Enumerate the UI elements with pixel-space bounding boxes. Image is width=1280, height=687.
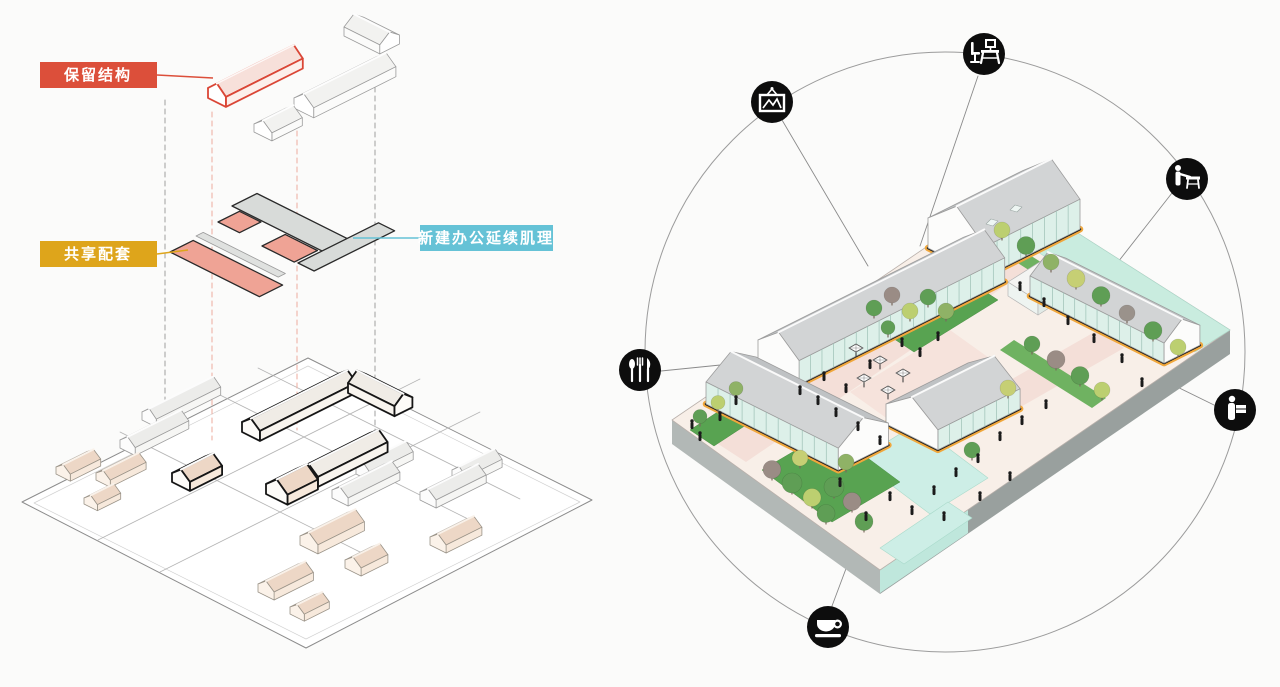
person-figure — [1044, 399, 1047, 407]
person-figure — [998, 431, 1001, 439]
tree-crown — [1067, 270, 1085, 288]
callout-label: 新建办公延续肌理 — [418, 229, 554, 247]
tree-crown — [1047, 351, 1065, 369]
person-figure — [910, 505, 913, 513]
tree-crown — [792, 450, 808, 466]
person-figure — [734, 395, 737, 403]
connector-line — [782, 120, 868, 266]
person-figure — [698, 431, 701, 439]
person-figure — [1042, 297, 1045, 305]
site-isometric-diagram — [619, 33, 1256, 652]
bench-top — [1186, 177, 1200, 180]
tree-crown — [803, 489, 821, 507]
tree-crown — [817, 505, 835, 523]
gallery-icon — [751, 81, 793, 123]
person-figure — [1066, 315, 1069, 323]
tree-crown — [1119, 305, 1135, 321]
tree-crown — [855, 513, 873, 531]
person-figure — [936, 331, 939, 339]
tree-crown — [1094, 382, 1110, 398]
tree-crown — [693, 410, 707, 424]
person-figure — [900, 337, 903, 345]
program-parcels — [170, 194, 395, 297]
callout-leader — [157, 75, 213, 78]
tree-crown — [1170, 339, 1186, 355]
white-house — [254, 105, 302, 141]
white-building — [344, 14, 399, 54]
tree-crown — [1000, 380, 1016, 396]
tree-crown — [938, 303, 954, 319]
person-figure — [844, 383, 847, 391]
callout-label: 共享配套 — [64, 245, 132, 263]
person-figure — [864, 511, 867, 519]
person-figure — [798, 385, 801, 393]
tree-crown — [881, 321, 895, 335]
person-figure — [718, 411, 721, 419]
tree-crown — [994, 222, 1010, 238]
person-figure — [856, 421, 859, 429]
person-figure — [942, 511, 945, 519]
tree-crown — [902, 303, 918, 319]
tree-crown — [884, 287, 900, 303]
tree-crown — [729, 382, 743, 396]
preserved-building — [208, 45, 303, 107]
person-figure — [838, 477, 841, 485]
person-figure — [1018, 281, 1021, 289]
tree-crown — [866, 300, 882, 316]
person-figure — [1020, 415, 1023, 423]
service-counter-icon — [1214, 389, 1256, 431]
person-figure — [816, 395, 819, 403]
person-figure — [690, 419, 693, 427]
person-figure — [932, 485, 935, 493]
person-figure — [954, 467, 957, 475]
person-figure — [1008, 471, 1011, 479]
person-figure — [868, 359, 871, 367]
person-figure — [888, 491, 891, 499]
roof-layer — [208, 14, 399, 141]
exploded-axonometric-diagram — [22, 14, 592, 648]
tree-crown — [782, 473, 802, 493]
callout-label: 保留结构 — [63, 66, 132, 84]
tree-crown — [1092, 287, 1110, 305]
workbench-icon — [1166, 158, 1208, 200]
person-body — [1228, 403, 1235, 420]
person-figure — [978, 491, 981, 499]
tree-crown — [711, 396, 725, 410]
tree-crown — [843, 493, 861, 511]
tree-crown — [1017, 237, 1035, 255]
person-figure — [918, 347, 921, 355]
person-figure — [1120, 353, 1123, 361]
workstation-icon — [963, 33, 1005, 75]
callout-shared-facilities: 共享配套 — [40, 241, 188, 267]
person-figure — [1092, 333, 1095, 341]
tree-crown — [1043, 254, 1059, 270]
tree-crown — [838, 454, 854, 470]
cafe-icon — [807, 606, 849, 648]
person-figure — [834, 407, 837, 415]
callout-preserved-structure: 保留结构 — [40, 62, 213, 88]
tree-crown — [1024, 336, 1040, 352]
person-figure — [878, 435, 881, 443]
tree-crown — [1144, 322, 1162, 340]
tree-crown — [763, 461, 781, 479]
tree-crown — [920, 289, 936, 305]
tree-crown — [1071, 367, 1089, 385]
person-figure — [1140, 377, 1143, 385]
saucer — [815, 634, 841, 637]
person-figure — [822, 371, 825, 379]
person-figure — [976, 453, 979, 461]
restaurant-icon — [619, 349, 661, 391]
monitor — [986, 40, 995, 47]
white-building — [294, 53, 396, 118]
